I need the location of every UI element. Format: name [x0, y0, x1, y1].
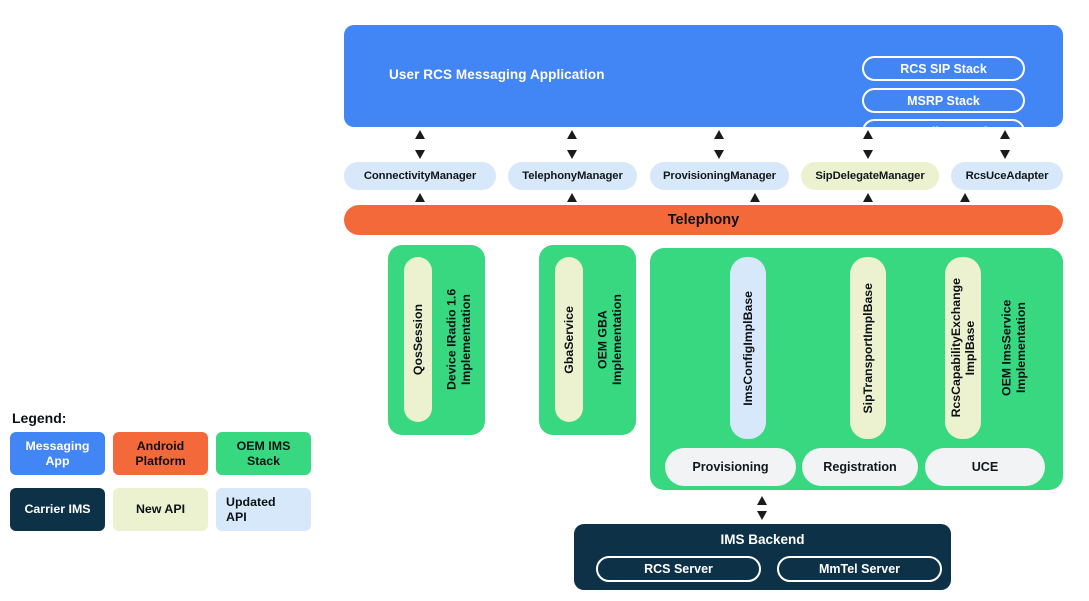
legend-swatch-updated-api: Updated API	[216, 488, 311, 531]
arrow-up-connectivitymanager-to-app	[415, 130, 425, 139]
legend-swatch-oem-ims-stack: OEM IMS Stack	[216, 432, 311, 475]
arrow-up-provisioningmanager-to-app	[714, 130, 724, 139]
api-pill-imsconfigimplbase[interactable]: ImsConfigImplBase	[730, 257, 766, 439]
arrow-up-telephony-to-provisioningmanager	[750, 193, 760, 202]
manager-pill-connectivitymanager[interactable]: ConnectivityManager	[344, 162, 496, 190]
server-pill-rcs-server: RCS Server	[596, 556, 761, 582]
arrow-up-telephonymanager-to-app	[567, 130, 577, 139]
service-pill-uce[interactable]: UCE	[925, 448, 1045, 486]
oem-caption-device-iradio: Device IRadio 1.6 Implementation	[444, 288, 474, 391]
arrow-up-rcsuceadapter-to-app	[1000, 130, 1010, 139]
api-pill-qossession[interactable]: QosSession	[404, 257, 432, 422]
legend-swatch-messaging-app: Messaging App	[10, 432, 105, 475]
manager-pill-sipdelegatemanager[interactable]: SipDelegateManager	[801, 162, 939, 190]
manager-pill-rcsuceadapter[interactable]: RcsUceAdapter	[951, 162, 1063, 190]
ims-backend-title: IMS Backend	[720, 532, 805, 547]
arrow-up-telephony-to-rcsuceadapter	[960, 193, 970, 202]
oem-group-device-iradio: QosSession Device IRadio 1.6 Implementat…	[388, 245, 485, 435]
user-rcs-messaging-application-box: User RCS Messaging Application RCS SIP S…	[344, 25, 1063, 144]
ims-backend-box: IMS Backend RCS Server MmTel Server	[574, 524, 951, 590]
arrow-down-app-to-connectivitymanager	[415, 150, 425, 159]
arrow-down-app-to-telephonymanager	[567, 150, 577, 159]
legend-swatch-new-api: New API	[113, 488, 208, 531]
telephony-bar: Telephony	[344, 205, 1063, 235]
arrow-up-telephony-to-sipdelegatemanager	[863, 193, 873, 202]
arrow-up-telephony-to-telephonymanager	[567, 193, 577, 202]
arrow-up-telephony-to-connectivitymanager	[415, 193, 425, 202]
server-pill-mmtel-server: MmTel Server	[777, 556, 942, 582]
stack-pill-msrp-stack: MSRP Stack	[862, 88, 1025, 113]
service-pill-provisioning[interactable]: Provisioning	[665, 448, 796, 486]
api-pill-gbaservice[interactable]: GbaService	[555, 257, 583, 422]
arrow-up-sipdelegatemanager-to-app	[863, 130, 873, 139]
legend-swatch-carrier-ims: Carrier IMS	[10, 488, 105, 531]
arrow-up-backend-to-oem-imsservice	[757, 496, 767, 505]
arrow-down-app-to-provisioningmanager	[714, 150, 724, 159]
app-box-title: User RCS Messaging Application	[389, 67, 605, 82]
oem-caption-oem-gba: OEM GBA Implementation	[595, 294, 625, 385]
oem-group-oem-gba: GbaService OEM GBA Implementation	[539, 245, 636, 435]
service-pill-registration[interactable]: Registration	[802, 448, 918, 486]
manager-pill-provisioningmanager[interactable]: ProvisioningManager	[650, 162, 789, 190]
manager-pill-telephonymanager[interactable]: TelephonyManager	[508, 162, 637, 190]
api-pill-siptransportimplbase[interactable]: SipTransportImplBase	[850, 257, 886, 439]
legend-title: Legend:	[12, 410, 67, 426]
arrow-down-oem-imsservice-to-backend	[757, 511, 767, 520]
stack-pill-rcs-sip-stack: RCS SIP Stack	[862, 56, 1025, 81]
oem-caption-oem-imsservice: OEM ImsService Implementation	[999, 299, 1029, 397]
api-pill-rcscapabilityexchangeimplbase[interactable]: RcsCapabilityExchange ImplBase	[945, 257, 981, 439]
arrow-down-app-to-sipdelegatemanager	[863, 150, 873, 159]
arrow-down-app-to-rcsuceadapter	[1000, 150, 1010, 159]
legend-swatch-android-platform: Android Platform	[113, 432, 208, 475]
